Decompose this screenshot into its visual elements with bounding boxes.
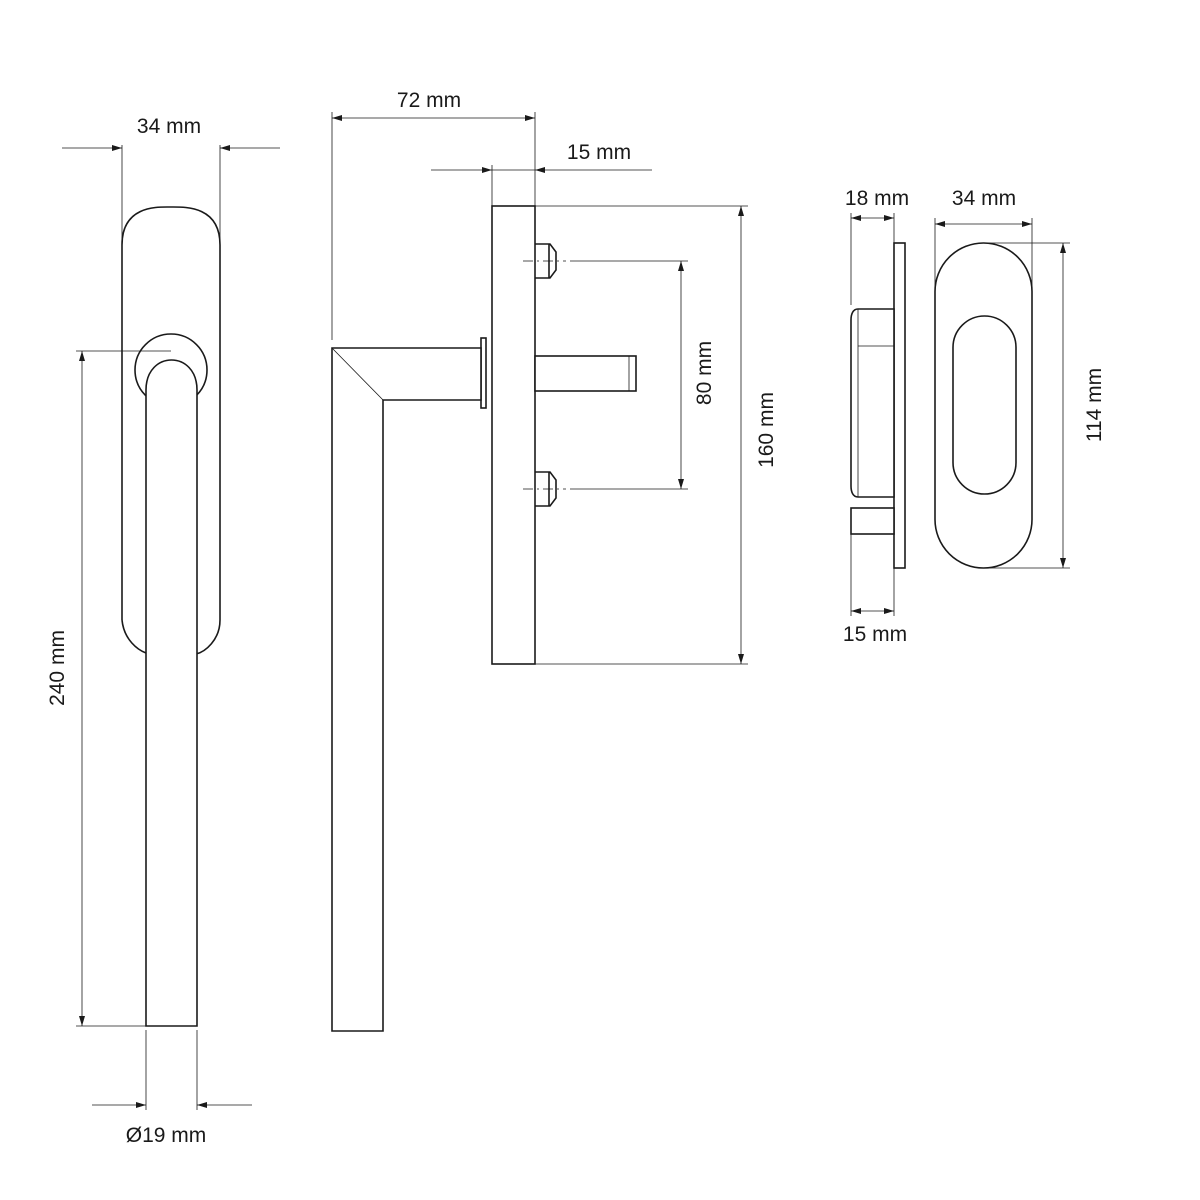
dim-base-thickness: 15 mm bbox=[567, 141, 631, 164]
dim-rose-front-height: 114 mm bbox=[1083, 368, 1106, 442]
handle-lever-bar bbox=[145, 359, 198, 1027]
dim-screw-spacing: 80 mm bbox=[693, 341, 716, 405]
dim-rose-front-width: 34 mm bbox=[952, 187, 1016, 210]
rose-front-view bbox=[934, 218, 1070, 569]
handle-side-view bbox=[331, 112, 748, 1032]
rose-side-body bbox=[850, 308, 895, 498]
rose-side-tab bbox=[850, 507, 895, 535]
dim-handle-diameter: Ø19 mm bbox=[126, 1124, 207, 1147]
dim-handle-width: 34 mm bbox=[137, 115, 201, 138]
handle-rose-outline bbox=[121, 206, 221, 655]
handle-rose-bottom-left bbox=[121, 619, 147, 654]
side-base-plate bbox=[491, 205, 536, 665]
rose-side-view bbox=[850, 213, 906, 616]
dim-rose-height: 160 mm bbox=[755, 392, 778, 468]
dim-rose-side-depth: 18 mm bbox=[845, 187, 909, 210]
dim-rose-side-plate: 15 mm bbox=[843, 623, 907, 646]
rose-front-slot bbox=[952, 315, 1017, 495]
side-lever bbox=[331, 347, 482, 1032]
handle-front-view bbox=[62, 145, 280, 1110]
dim-projection: 72 mm bbox=[397, 89, 461, 112]
dim-handle-length: 240 mm bbox=[46, 630, 69, 706]
rose-side-plate bbox=[893, 242, 906, 569]
side-spindle bbox=[534, 355, 637, 392]
